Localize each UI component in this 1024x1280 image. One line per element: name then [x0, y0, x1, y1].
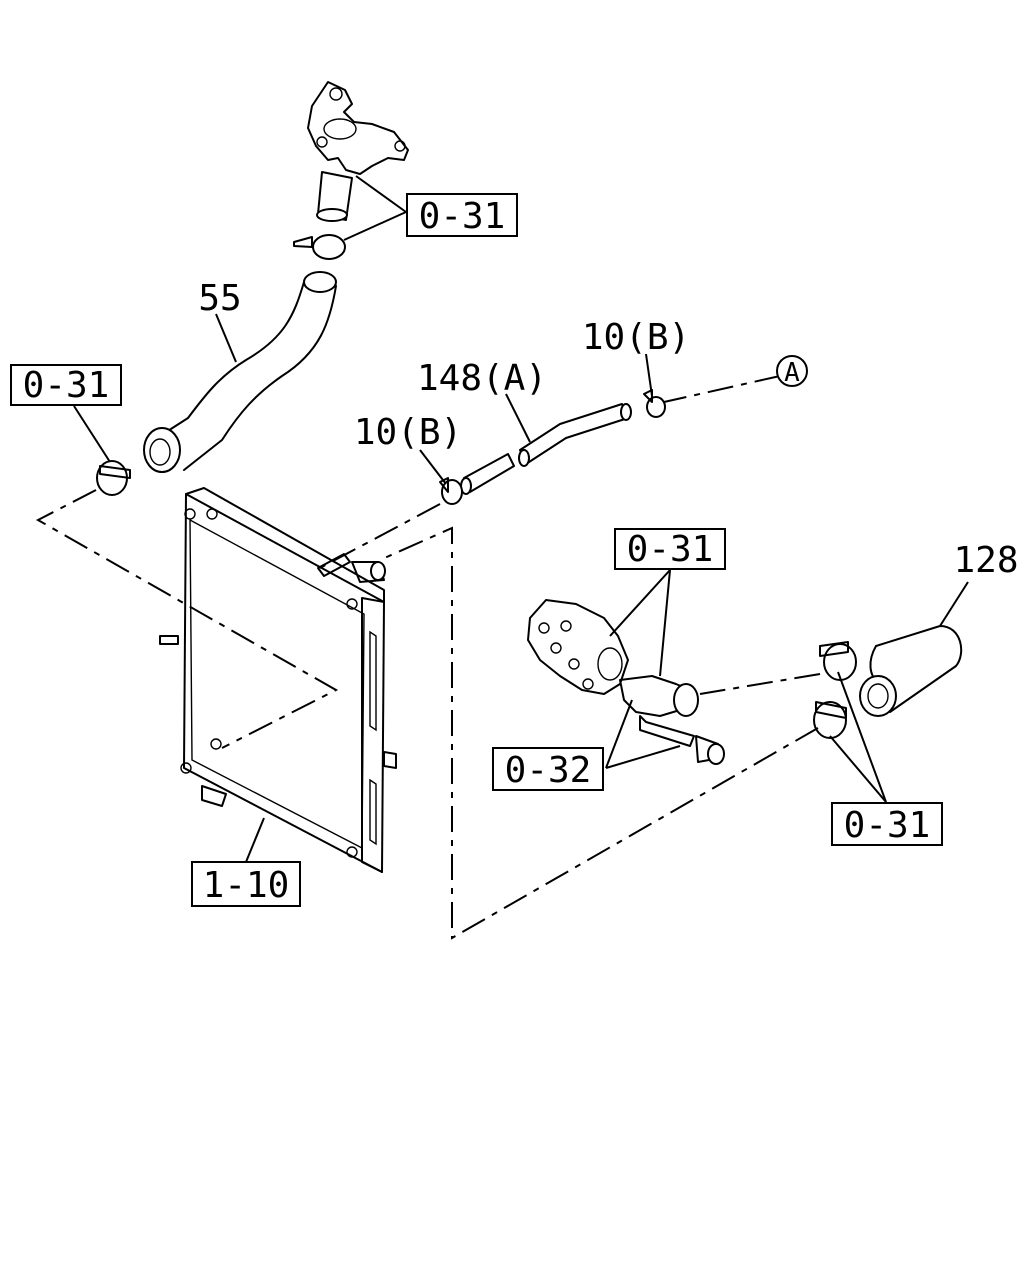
thermostat-housing: [527, 599, 725, 765]
lower-radiator-hose: [859, 625, 963, 717]
callout-pump-box: 0-31: [614, 528, 726, 570]
callout-pump-bolt-box: 0-32: [492, 747, 604, 791]
clamp-lower-lower: [813, 701, 847, 739]
callout-radiator-box: 1-10: [191, 861, 301, 907]
clamp-left: [96, 460, 131, 496]
callout-hose-upper: 55: [198, 278, 241, 319]
callout-clamp-left: 10(B): [354, 412, 462, 453]
upper-radiator-hose: [143, 271, 337, 473]
leader-lines: [73, 175, 969, 863]
callout-right-box: 0-31: [831, 802, 943, 846]
svg-text:0-31: 0-31: [844, 805, 931, 846]
clamp-small-right: [643, 389, 666, 418]
clamp-lower-upper: [819, 641, 857, 681]
svg-text:1-10: 1-10: [203, 865, 290, 906]
callout-left-box: 0-31: [10, 364, 122, 406]
assembly-lines: [35, 375, 821, 940]
reference-circle-a: A: [776, 355, 808, 388]
radiator: [159, 487, 397, 873]
callout-top-box: 0-31: [406, 193, 518, 237]
water-outlet-housing: [307, 81, 409, 222]
svg-text:0-31: 0-31: [23, 365, 110, 406]
svg-text:0-32: 0-32: [505, 750, 592, 791]
callout-clamp-right: 10(B): [582, 317, 690, 358]
clamp-top: [293, 234, 346, 260]
svg-text:A: A: [784, 358, 800, 388]
svg-text:0-31: 0-31: [419, 196, 506, 237]
small-hose: [460, 403, 632, 495]
svg-text:0-31: 0-31: [627, 529, 714, 570]
callout-hose-lower: 128: [953, 540, 1018, 581]
callout-hose-small: 148(A): [417, 358, 547, 399]
